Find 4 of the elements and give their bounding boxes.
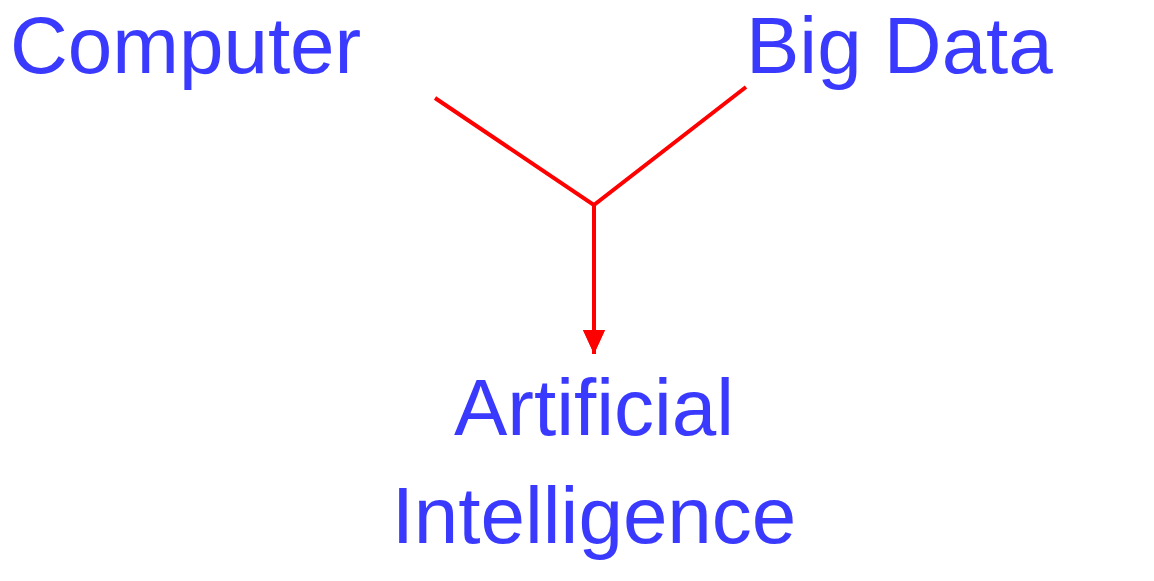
node-label: Computer — [10, 1, 362, 90]
node-label: Big Data — [746, 1, 1053, 90]
arrow — [583, 85, 748, 354]
node-label: Artificial Intelligence — [391, 363, 797, 560]
